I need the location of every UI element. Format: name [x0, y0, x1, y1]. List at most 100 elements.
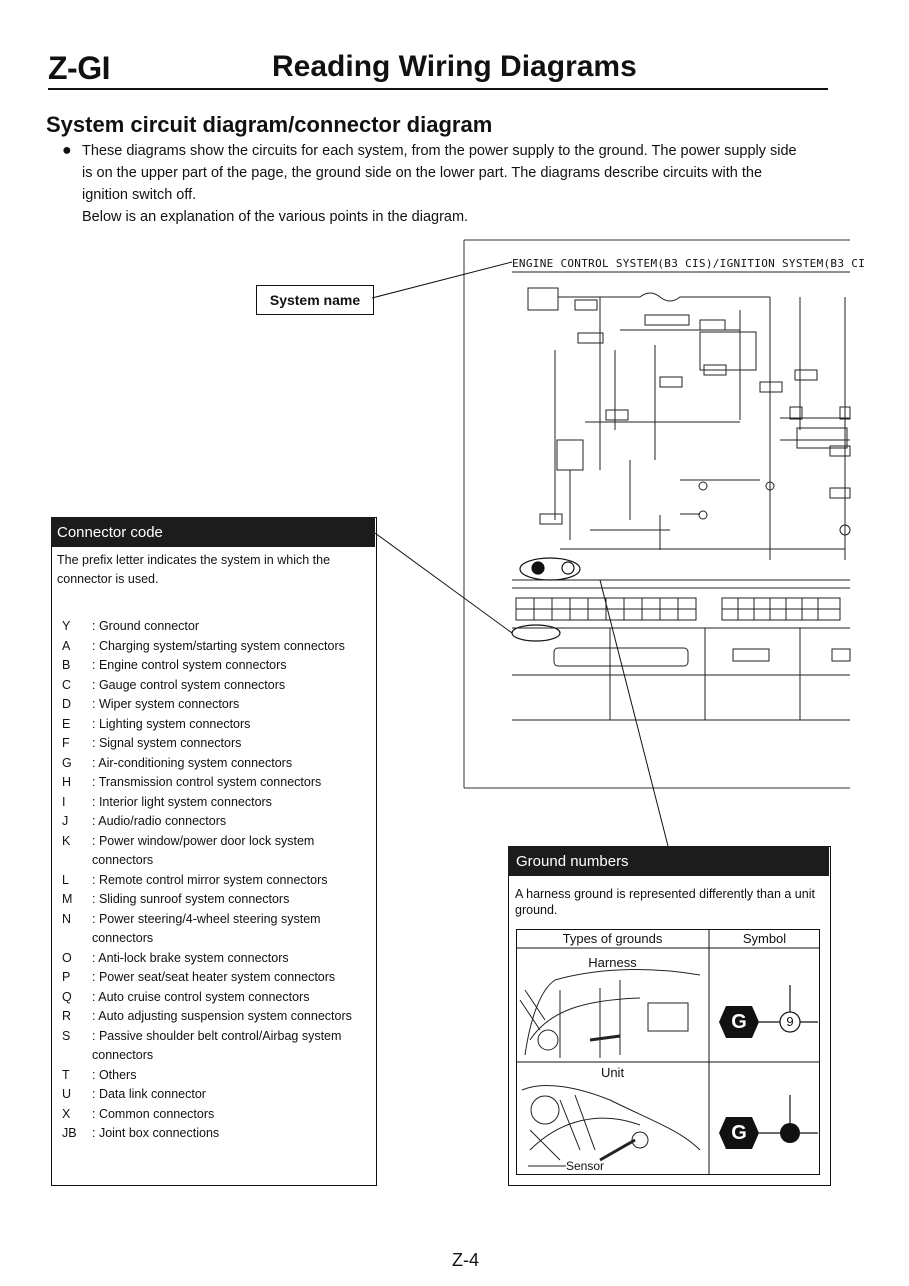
connector-strip: [512, 579, 851, 721]
connector-code-letter: N: [62, 911, 72, 926]
list-item: X : Common connectors: [62, 1105, 372, 1125]
connector-code-letter: M: [62, 892, 73, 906]
unit-symbol-letter: G: [731, 1122, 747, 1144]
bullet-icon: ●: [62, 142, 72, 159]
connector-code-letter: J: [62, 814, 69, 828]
connector-code-letter: X: [62, 1106, 71, 1121]
system-name-callout: System name: [256, 285, 374, 315]
connector-code-label: : Signal system connectors: [92, 736, 242, 750]
connector-code-label: : Others: [92, 1067, 137, 1082]
connector-code-letter: Q: [62, 989, 72, 1004]
connector-code-label: : Anti-lock brake system connectors: [92, 950, 289, 965]
diagram-title: ENGINE CONTROL SYSTEM(B3 CIS)/IGNITION S…: [512, 257, 866, 270]
harness-symbol-letter: G: [731, 1011, 747, 1033]
ground-numbers-header: Ground numbers: [508, 846, 829, 876]
connector-code-label: : Auto adjusting suspension system conne…: [92, 1009, 352, 1023]
list-item: C: Gauge control system connectors: [62, 676, 372, 696]
intro-bullet-text: These diagrams show the circuits for eac…: [82, 143, 797, 203]
connector-code-letter: F: [62, 736, 70, 750]
list-item: R : Auto adjusting suspension system conn…: [62, 1007, 372, 1027]
list-item: N : Power steering/4-wheel steering syste…: [62, 910, 372, 949]
list-item: F : Signal system connectors: [62, 734, 372, 754]
connector-code-letter: D: [62, 697, 72, 711]
connector-code-label: : Wiper system connectors: [92, 697, 240, 711]
connector-code-label: : Power steering/4-wheel steering system…: [92, 911, 321, 946]
connector-code-label: : Audio/radio connectors: [92, 814, 227, 828]
connector-code-letter: JB: [62, 1126, 77, 1140]
connector-code-label: : Remote control mirror system connector…: [92, 872, 328, 887]
diagram-frame-lines: [463, 239, 850, 789]
connector-code-letter: K: [62, 833, 71, 848]
list-item: U : Data link connector: [62, 1085, 372, 1105]
leader-lines: [371, 261, 669, 847]
sensor-label: Sensor: [566, 1159, 605, 1173]
intro-note: Below is an explanation of the various p…: [82, 209, 469, 225]
connector-code-letter: O: [62, 950, 72, 965]
connector-code-label: : Auto cruise control system connectors: [92, 989, 310, 1004]
unit-ground-label: Unit: [600, 1065, 625, 1080]
section-subheading: System circuit diagram/connector diagram: [46, 112, 493, 137]
connector-code-letter: E: [62, 716, 71, 731]
column-header-symbol: Symbol: [742, 931, 787, 946]
column-header-types: Types of grounds: [562, 931, 663, 946]
connector-code-label: : Charging system/starting system connec…: [92, 638, 345, 653]
connector-code-label: : Engine control system connectors: [92, 658, 287, 672]
page-title: Reading Wiring Diagrams: [272, 50, 637, 83]
list-item: A : Charging system/starting system conne…: [62, 637, 372, 657]
list-item: D : Wiper system connectors: [62, 695, 372, 715]
list-item: K : Power window/power door lock system c…: [62, 832, 372, 871]
connector-code-label: : Data link connector: [92, 1087, 206, 1101]
connector-code-letter: B: [62, 658, 71, 672]
connector-code-label: : Air-conditioning system connectors: [92, 755, 293, 770]
connector-code-label: : Passive shoulder belt control/Airbag s…: [92, 1028, 342, 1063]
connector-code-label: : Power seat/seat heater system connecto…: [92, 970, 336, 984]
list-item: JB : Joint box connections: [62, 1124, 372, 1144]
list-item: G : Air-conditioning system connectors: [62, 754, 372, 774]
list-item: S: Passive shoulder belt control/Airbag …: [62, 1027, 372, 1066]
connector-code-list: Y: Ground connector A : Charging system/s…: [62, 617, 372, 1144]
connector-code-label: : Joint box connections: [92, 1126, 220, 1140]
connector-code-label: : Ground connector: [92, 619, 200, 633]
ground-numbers-description: A harness ground is represented differen…: [515, 887, 815, 917]
connector-code-letter: A: [62, 638, 71, 653]
circuit-wires: [512, 271, 851, 560]
list-item: O : Anti-lock brake system connectors: [62, 949, 372, 969]
diagram-callout-circles: [511, 557, 581, 642]
connector-code-letter: L: [62, 872, 69, 887]
ground-types-table: [516, 929, 820, 1175]
list-item: E : Lighting system connectors: [62, 715, 372, 735]
harness-ground-label: Harness: [588, 955, 637, 970]
connector-code-description: The prefix letter indicates the system i…: [57, 553, 331, 586]
list-item: T : Others: [62, 1066, 372, 1086]
connector-code-letter: H: [62, 775, 72, 789]
harness-ground-number: 9: [786, 1014, 794, 1029]
connector-code-letter: R: [62, 1009, 72, 1023]
connector-code-label: : Sliding sunroof system connectors: [92, 892, 290, 906]
list-item: Y: Ground connector: [62, 617, 372, 637]
connector-code-label: : Transmission control system connectors: [92, 775, 322, 789]
list-item: J : Audio/radio connectors: [62, 812, 372, 832]
connector-code-label: : Power window/power door lock system co…: [92, 833, 315, 868]
connector-code-letter: C: [62, 677, 72, 692]
connector-code-label: : Common connectors: [92, 1106, 215, 1121]
connector-code-letter: U: [62, 1087, 72, 1101]
list-item: H : Transmission control system connector…: [62, 773, 372, 793]
title-rule: [48, 88, 828, 90]
list-item: M : Sliding sunroof system connectors: [62, 890, 372, 910]
connector-code-label: : Interior light system connectors: [92, 794, 272, 809]
section-code: Z-GI: [48, 50, 110, 86]
list-item: I : Interior light system connectors: [62, 793, 372, 813]
connector-code-label: : Lighting system connectors: [92, 716, 251, 731]
connector-code-header: Connector code: [51, 517, 375, 547]
list-item: L : Remote control mirror system connecto…: [62, 871, 372, 891]
connector-code-letter: G: [62, 755, 72, 770]
intro-bullet: ● These diagrams show the circuits for e…: [62, 140, 802, 206]
intro-text: ● These diagrams show the circuits for e…: [62, 140, 802, 228]
connector-code-letter: I: [62, 794, 66, 809]
connector-code-letter: T: [62, 1067, 70, 1082]
list-item: P : Power seat/seat heater system connect…: [62, 968, 372, 988]
list-item: B : Engine control system connectors: [62, 656, 372, 676]
page-number: Z-4: [452, 1250, 479, 1270]
list-item: Q : Auto cruise control system connectors: [62, 988, 372, 1008]
connector-code-letter: P: [62, 970, 71, 984]
